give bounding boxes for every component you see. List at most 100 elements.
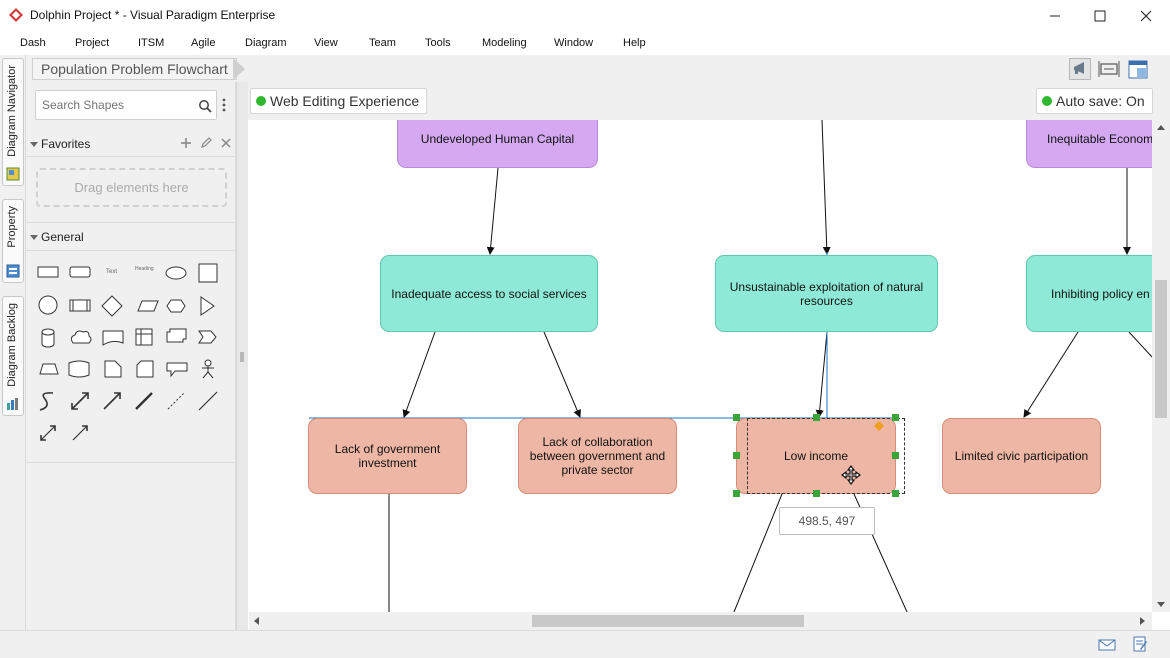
tab-diagram-navigator[interactable]: Diagram Navigator	[2, 58, 24, 186]
menu-view[interactable]: View	[314, 37, 338, 49]
minimize-button[interactable]	[1032, 0, 1078, 32]
corner-handle-icon	[874, 421, 884, 431]
coordinate-tooltip: 498.5, 497	[779, 507, 875, 535]
divider	[26, 156, 236, 157]
edit-icon[interactable]	[200, 137, 212, 149]
horizontal-scroll-thumb[interactable]	[532, 615, 804, 627]
actor-shape-icon	[202, 359, 214, 379]
menu-bar	[0, 33, 1170, 55]
autosave-label: Auto save: On	[1056, 93, 1145, 109]
mail-icon[interactable]	[1098, 638, 1116, 652]
autosave-badge[interactable]: Auto save: On	[1036, 88, 1153, 114]
menu-diagram[interactable]: Diagram	[245, 37, 287, 49]
bidirectional-arrow-icon	[40, 425, 56, 441]
vertical-scrollbar[interactable]	[1152, 120, 1170, 612]
node-limited-civic-participation[interactable]: Limited civic participation	[942, 418, 1101, 494]
menu-modeling[interactable]: Modeling	[482, 37, 527, 49]
resize-handle	[813, 490, 820, 497]
add-icon[interactable]	[180, 137, 192, 149]
general-header[interactable]: General	[26, 225, 236, 249]
node-inequitable-economy[interactable]: Inequitable Econom	[1026, 120, 1152, 168]
remove-icon[interactable]	[220, 137, 232, 149]
cloud-shape-icon	[70, 330, 92, 344]
panel-layout-button[interactable]	[1127, 59, 1149, 81]
menu-dash[interactable]: Dash	[20, 37, 46, 49]
general-label: General	[41, 230, 84, 244]
shape-palette	[37, 263, 218, 441]
selection-handles[interactable]	[729, 411, 909, 501]
menu-project[interactable]: Project	[75, 37, 110, 49]
menu-team[interactable]: Team	[369, 37, 396, 49]
title-bar	[0, 0, 1170, 32]
scroll-left-icon[interactable]	[253, 617, 261, 625]
resize-handle	[892, 414, 899, 421]
node-lack-government-investment[interactable]: Lack of government investment	[308, 418, 467, 494]
connector	[402, 331, 436, 418]
scroll-right-icon[interactable]	[1138, 617, 1146, 625]
scroll-down-icon[interactable]	[1157, 600, 1165, 608]
node-inhibiting-policy[interactable]: Inhibiting policy en	[1026, 255, 1152, 332]
menu-window[interactable]: Window	[554, 37, 594, 49]
web-editing-badge[interactable]: Web Editing Experience	[250, 88, 428, 114]
connector	[543, 331, 581, 418]
decision-shape-icon	[101, 295, 123, 317]
triangle-shape-icon	[200, 296, 215, 316]
connector	[1023, 331, 1079, 418]
panel-splitter[interactable]	[236, 82, 248, 630]
text-shape-icon[interactable]: Text	[106, 269, 118, 275]
close-button[interactable]	[1123, 0, 1169, 32]
announcement-button[interactable]	[1069, 58, 1091, 80]
circle-shape-icon	[38, 295, 58, 315]
process-shape-icon	[69, 299, 91, 312]
tab-label: Diagram Navigator	[6, 65, 18, 157]
node-inadequate-access[interactable]: Inadequate access to social services	[380, 255, 598, 332]
favorites-drop-zone[interactable]: Drag elements here	[36, 168, 227, 207]
backlog-icon	[7, 398, 18, 410]
more-options-icon[interactable]	[221, 97, 227, 113]
tab-property[interactable]: Property	[2, 199, 24, 283]
document-shape-icon	[102, 330, 124, 346]
resize-handle	[892, 490, 899, 497]
diagram-canvas[interactable]: Undeveloped Human Capital Inequitable Ec…	[249, 120, 1152, 612]
node-undeveloped-human-capital[interactable]: Undeveloped Human Capital	[397, 120, 598, 168]
connectors-layer	[309, 120, 1152, 612]
node-lack-collaboration[interactable]: Lack of collaboration between government…	[518, 418, 677, 494]
node-unsustainable-exploitation[interactable]: Unsustainable exploitation of natural re…	[715, 255, 938, 332]
favorites-header[interactable]: Favorites	[26, 132, 236, 156]
divider	[26, 462, 236, 463]
navigator-icon	[6, 167, 20, 181]
ellipse-shape-icon	[165, 266, 187, 280]
vertical-scroll-thumb[interactable]	[1155, 280, 1167, 418]
search-icon[interactable]	[198, 99, 212, 113]
document-edit-icon[interactable]	[1132, 636, 1148, 652]
tab-label: Property	[6, 206, 18, 248]
window-title: Dolphin Project * - Visual Paradigm Ente…	[30, 8, 276, 22]
menu-tools[interactable]: Tools	[425, 37, 451, 49]
resize-handle	[813, 414, 820, 421]
fit-screen-button[interactable]	[1098, 58, 1120, 80]
rounded-rectangle-shape-icon	[69, 266, 91, 278]
tab-diagram-backlog[interactable]: Diagram Backlog	[2, 296, 24, 416]
shapes-panel	[26, 82, 236, 630]
menu-agile[interactable]: Agile	[191, 37, 216, 49]
resize-handle	[733, 414, 740, 421]
heading-shape-icon[interactable]: Heading	[135, 266, 154, 272]
scroll-up-icon[interactable]	[1157, 124, 1165, 132]
megaphone-icon	[1074, 62, 1084, 74]
rectangle-shape-icon	[37, 266, 59, 278]
step-shape-icon	[198, 330, 217, 344]
search-box[interactable]	[35, 90, 217, 120]
collapse-icon	[30, 235, 38, 240]
status-dot	[1042, 96, 1052, 106]
search-input[interactable]	[42, 98, 192, 112]
minimize-icon	[1050, 15, 1060, 17]
maximize-button[interactable]	[1077, 0, 1123, 32]
menu-help[interactable]: Help	[623, 37, 646, 49]
tab-label: Diagram Backlog	[6, 303, 18, 387]
status-dot	[256, 96, 266, 106]
breadcrumb[interactable]: Population Problem Flowchart	[32, 58, 237, 80]
horizontal-scrollbar[interactable]	[249, 612, 1152, 630]
connector	[1128, 331, 1152, 358]
menu-itsm[interactable]: ITSM	[138, 37, 165, 49]
square-shape-icon	[198, 263, 218, 283]
